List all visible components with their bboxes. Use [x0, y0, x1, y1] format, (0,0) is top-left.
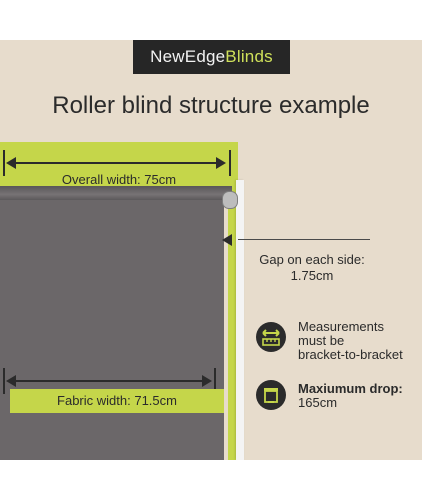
gap-arrow	[222, 234, 232, 246]
gap-pointer-line	[238, 239, 370, 240]
gap-label-line2: 1.75cm	[290, 268, 334, 283]
measurements-note: Measurements must be bracket-to-bracket	[298, 320, 403, 362]
measurements-line3: bracket-to-bracket	[298, 347, 403, 362]
fabric-width-band	[10, 389, 224, 413]
brand-name-part1: NewEdge	[150, 47, 226, 66]
overall-width-label: Overall width: 75cm	[61, 172, 177, 187]
gap-label-line1: Gap on each side:	[259, 252, 365, 267]
overall-width-line	[8, 162, 224, 164]
fabric-width-left-tick	[3, 368, 5, 394]
fabric-width-label: Fabric width: 71.5cm	[57, 393, 177, 408]
roller-tube	[0, 186, 232, 200]
gap-label: Gap on each side: 1.75cm	[248, 252, 376, 284]
brand-logo: NewEdgeBlinds	[133, 40, 290, 74]
fabric-width-right-tick	[214, 368, 216, 394]
overall-width-left-arrow	[6, 157, 16, 169]
blind-drop-icon	[256, 380, 286, 410]
overall-width-right-arrow	[216, 157, 226, 169]
window-frame	[236, 180, 244, 460]
product-diagram: NewEdgeBlinds Roller blind structure exa…	[0, 40, 422, 460]
ruler-arrows-icon	[256, 322, 286, 352]
drop-value: 165cm	[298, 395, 338, 410]
blind-fabric	[0, 198, 224, 460]
fabric-width-left-arrow	[6, 375, 16, 387]
measurements-line1: Measurements	[298, 319, 384, 334]
fabric-width-line	[8, 380, 210, 382]
ruler-arrows-graphic	[262, 329, 280, 346]
brand-name-part2: Blinds	[225, 47, 273, 66]
bracket-icon	[222, 191, 238, 209]
blind-drop-graphic	[264, 388, 278, 403]
overall-width-left-tick	[3, 150, 5, 176]
overall-width-right-tick	[229, 150, 231, 176]
drop-note: Maxiumum drop: 165cm	[298, 382, 403, 410]
overall-width-band	[0, 142, 238, 186]
drop-title: Maxiumum drop:	[298, 381, 403, 396]
measurements-line2: must be	[298, 333, 345, 348]
page-title: Roller blind structure example	[52, 92, 370, 119]
fabric-width-right-arrow	[202, 375, 212, 387]
